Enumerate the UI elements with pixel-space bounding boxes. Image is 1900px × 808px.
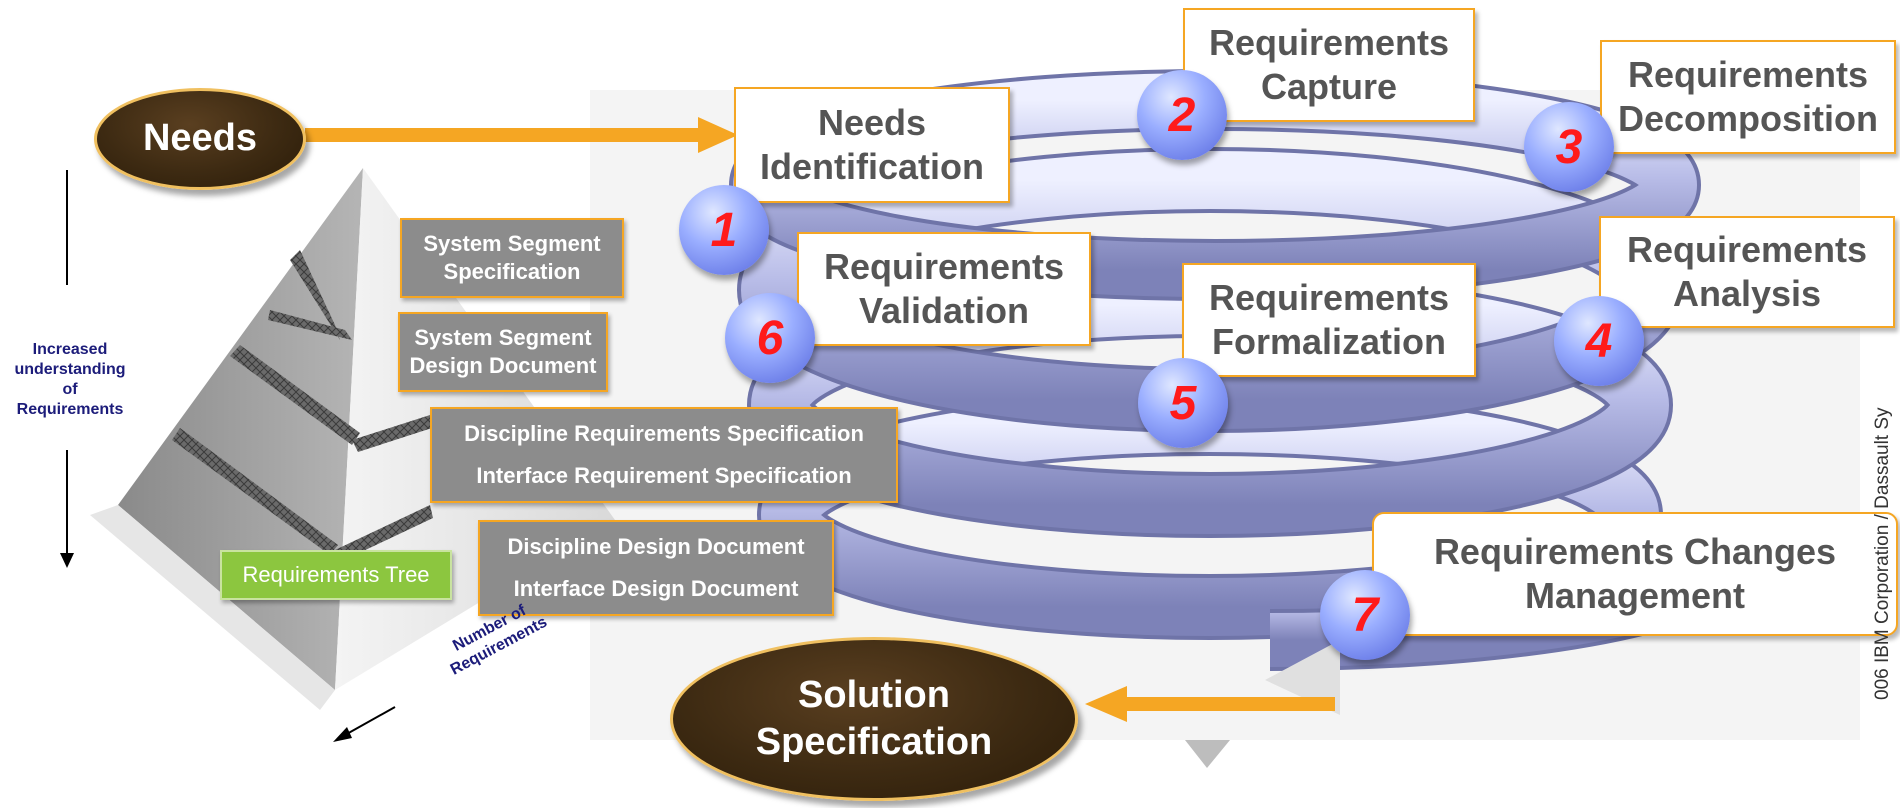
doc-line: Discipline Requirements Specification — [464, 421, 864, 446]
copyright-text: 006 IBM Corporation / Dassault Sy — [1872, 407, 1893, 700]
step-label: Requirements Changes Management — [1433, 531, 1837, 616]
step-number-3: 3 — [1524, 102, 1614, 192]
step-number-1: 1 — [679, 185, 769, 275]
step-label: Requirements Analysis — [1626, 229, 1868, 314]
step-label: Needs Identification — [760, 102, 984, 187]
step-label: Requirements Capture — [1208, 22, 1450, 107]
needs-arrow — [305, 117, 738, 153]
doc-line: Interface Design Document — [513, 576, 799, 601]
step-number-6: 6 — [725, 293, 815, 383]
step-box-requirements-changes-management: Requirements Changes Management — [1372, 512, 1898, 636]
step-box-needs-identification: Needs Identification — [734, 87, 1010, 203]
doc-system-segment-design-document: System Segment Design Document — [398, 312, 608, 392]
requirements-tree-label: Requirements Tree — [220, 550, 452, 600]
needs-oval: Needs — [94, 88, 306, 190]
number-arrow — [333, 706, 396, 742]
understanding-arrow — [60, 170, 74, 568]
doc-line: Specification — [443, 259, 581, 284]
doc-discipline-requirements-specification: Discipline Requirements Specification In… — [430, 407, 898, 503]
step-number-5: 5 — [1138, 358, 1228, 448]
step-label: Requirements Validation — [823, 246, 1065, 331]
doc-line: Design Document — [409, 353, 597, 378]
step-box-requirements-capture: Requirements Capture — [1183, 8, 1475, 122]
doc-line: System Segment — [414, 325, 592, 350]
step-box-requirements-validation: Requirements Validation — [797, 232, 1091, 346]
step-box-requirements-analysis: Requirements Analysis — [1599, 216, 1895, 328]
doc-line: System Segment — [423, 231, 601, 256]
step-number-4: 4 — [1554, 296, 1644, 386]
doc-discipline-design-document: Discipline Design Document Interface Des… — [478, 520, 834, 616]
doc-line: Interface Requirement Specification — [476, 463, 852, 488]
step-label: Requirements Formalization — [1208, 277, 1450, 362]
solution-label: Solution Specification — [755, 673, 993, 764]
step-number-7: 7 — [1320, 570, 1410, 660]
solution-arrow — [1085, 686, 1335, 722]
increased-understanding-label: Increased understanding of Requirements — [14, 341, 126, 418]
step-number-2: 2 — [1137, 70, 1227, 160]
solution-oval: Solution Specification — [670, 637, 1078, 801]
step-box-requirements-decomposition: Requirements Decomposition — [1600, 40, 1896, 154]
down-marker-icon — [1185, 740, 1230, 768]
step-box-requirements-formalization: Requirements Formalization — [1182, 263, 1476, 377]
doc-line: Discipline Design Document — [507, 534, 805, 559]
doc-system-segment-specification: System Segment Specification — [400, 218, 624, 298]
needs-label: Needs — [142, 117, 258, 160]
step-label: Requirements Decomposition — [1617, 54, 1878, 139]
